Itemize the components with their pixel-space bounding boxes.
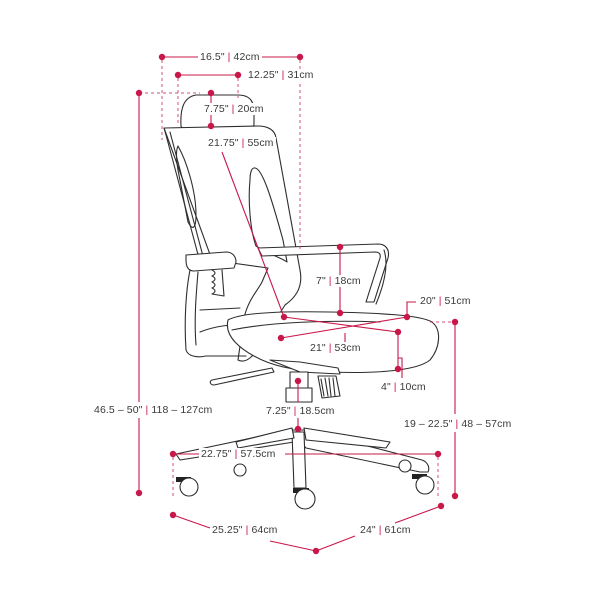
armrest-height-imperial: 7" (316, 275, 326, 287)
base-width-metric: 57.5cm (240, 448, 276, 460)
seat-depth-imperial: 21" (310, 342, 326, 354)
separator: | (145, 404, 149, 416)
label-seat-depth: 21"|53cm (308, 342, 363, 354)
label-base-width: 22.75"|57.5cm (199, 448, 278, 460)
separator: | (328, 275, 332, 287)
base-right-imperial: 24" (360, 524, 376, 536)
seat-width-imperial: 20" (420, 295, 436, 307)
label-seat-thickness: 4"|10cm (379, 381, 428, 393)
label-base-left: 25.25"|64cm (210, 524, 280, 536)
seat-height-metric: 48 – 57cm (461, 418, 512, 430)
caster-left (176, 477, 199, 497)
headrest-height-imperial: 7.75" (204, 103, 229, 115)
separator: | (281, 69, 285, 81)
label-backrest-height: 21.75"|55cm (206, 137, 276, 149)
caster-front (293, 488, 316, 510)
separator: | (455, 418, 459, 430)
separator: | (393, 381, 397, 393)
gas-lift-metric: 18.5cm (299, 405, 335, 417)
headrest-width-metric: 31cm (287, 69, 314, 81)
separator: | (328, 342, 332, 354)
base-width-imperial: 22.75" (201, 448, 232, 460)
seat-width-metric: 51cm (444, 295, 471, 307)
seat-thickness-imperial: 4" (381, 381, 391, 393)
base-left-metric: 64cm (251, 524, 278, 536)
label-headrest-height: 7.75"|20cm (202, 103, 266, 115)
separator: | (227, 51, 231, 63)
label-headrest-width: 12.25"|31cm (246, 69, 316, 81)
overall-depth-metric: 42cm (233, 51, 260, 63)
separator: | (245, 524, 249, 536)
overall-depth-imperial: 16.5" (200, 51, 225, 63)
separator: | (234, 448, 238, 460)
overall-height-metric: 118 – 127cm (151, 404, 213, 416)
separator: | (241, 137, 245, 149)
label-overall-height: 46.5 – 50"|118 – 127cm (92, 404, 215, 416)
separator: | (231, 103, 235, 115)
caster-right (412, 474, 435, 495)
separator: | (378, 524, 382, 536)
seat-thickness-metric: 10cm (399, 381, 426, 393)
headrest-height-metric: 20cm (237, 103, 264, 115)
seat-height-imperial: 19 – 22.5" (404, 418, 453, 430)
backrest-height-imperial: 21.75" (208, 137, 239, 149)
gas-lift-imperial: 7.25" (266, 405, 291, 417)
base-left-imperial: 25.25" (212, 524, 243, 536)
separator: | (293, 405, 297, 417)
headrest-width-imperial: 12.25" (248, 69, 279, 81)
dimension-lines (135, 53, 459, 555)
label-overall-depth: 16.5"|42cm (198, 51, 262, 63)
label-base-right: 24"|61cm (358, 524, 413, 536)
label-seat-height: 19 – 22.5"|48 – 57cm (402, 418, 514, 430)
backrest-height-metric: 55cm (247, 137, 274, 149)
label-armrest-height: 7"|18cm (314, 275, 363, 287)
base-right-metric: 61cm (384, 524, 411, 536)
armrest-height-metric: 18cm (334, 275, 361, 287)
separator: | (438, 295, 442, 307)
chair-outline (163, 94, 440, 510)
seat-depth-metric: 53cm (334, 342, 361, 354)
label-seat-width: 20"|51cm (418, 295, 473, 307)
label-gas-lift: 7.25"|18.5cm (264, 405, 337, 417)
overall-height-imperial: 46.5 – 50" (94, 404, 143, 416)
